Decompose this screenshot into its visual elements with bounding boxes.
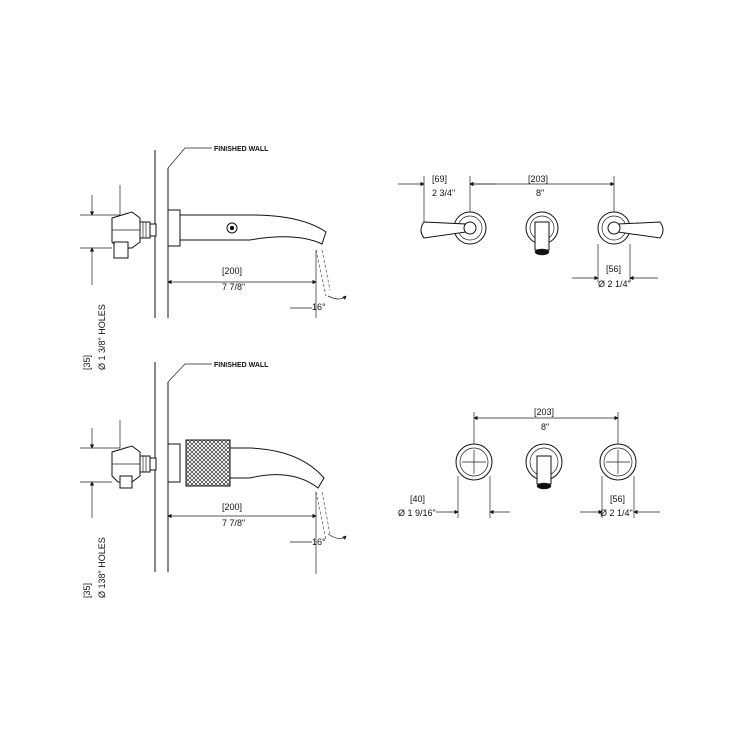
left-handle bbox=[455, 443, 493, 481]
valve-body bbox=[111, 445, 157, 489]
bottom-side-view: FINISHED WALL [200] 7 7/8" 16° bbox=[80, 362, 347, 598]
left-dim-mm: [69] bbox=[432, 174, 447, 184]
hole-dim-mm: [35] bbox=[82, 355, 92, 370]
finished-wall-label: FINISHED WALL bbox=[214, 362, 269, 369]
top-side-view: FINISHED WALL [200] 7 7/8" bbox=[80, 146, 347, 370]
spout-dim-in: 7 7/8" bbox=[222, 518, 245, 528]
spout-dim-mm: [200] bbox=[222, 266, 242, 276]
valve-body bbox=[111, 211, 157, 259]
right-dim-in: Ø 2 1/4" bbox=[600, 508, 633, 518]
angle-label: 16° bbox=[312, 302, 326, 312]
right-handle bbox=[599, 443, 637, 481]
right-handle bbox=[597, 211, 664, 245]
wall-label-leader bbox=[167, 363, 212, 383]
spout bbox=[229, 447, 325, 489]
left-dim-in: 2 3/4" bbox=[432, 188, 455, 198]
hole-dim-mm: [35] bbox=[82, 583, 92, 598]
center-dim-in: 8" bbox=[536, 188, 544, 198]
center-spout bbox=[525, 443, 563, 490]
right-dim-in: Ø 2 1/4" bbox=[598, 279, 631, 289]
left-handle bbox=[420, 211, 487, 245]
hole-dim-in: Ø 138" HOLES bbox=[97, 537, 107, 598]
knurled-sleeve bbox=[185, 439, 231, 487]
bottom-front-view: [203] 8" [40] Ø 1 9/16" [56] Ø 2 1/4" bbox=[398, 407, 660, 518]
spout bbox=[179, 214, 327, 245]
water-stream bbox=[315, 491, 327, 541]
left-dim-in: Ø 1 9/16" bbox=[398, 508, 436, 518]
flange bbox=[167, 443, 181, 483]
wall-label-leader bbox=[167, 147, 212, 169]
center-dim-mm: [203] bbox=[534, 407, 554, 417]
center-dim-in: 8" bbox=[541, 422, 549, 432]
spout-dim-in: 7 7/8" bbox=[222, 282, 245, 292]
hole-dim-in: Ø 1 3/8" HOLES bbox=[97, 304, 107, 370]
center-dim-mm: [203] bbox=[528, 174, 548, 184]
top-front-view: [69] 2 3/4" [203] 8" [56] Ø 2 1/4" bbox=[398, 174, 664, 289]
spout-dim-mm: [200] bbox=[222, 502, 242, 512]
water-stream bbox=[315, 249, 327, 297]
left-dim-mm: [40] bbox=[410, 494, 425, 504]
right-dim-mm: [56] bbox=[610, 494, 625, 504]
right-dim-mm: [56] bbox=[606, 264, 621, 274]
flange bbox=[167, 209, 181, 247]
center-spout bbox=[525, 211, 559, 256]
finished-wall-label: FINISHED WALL bbox=[214, 146, 269, 153]
angle-label: 16° bbox=[312, 537, 326, 547]
